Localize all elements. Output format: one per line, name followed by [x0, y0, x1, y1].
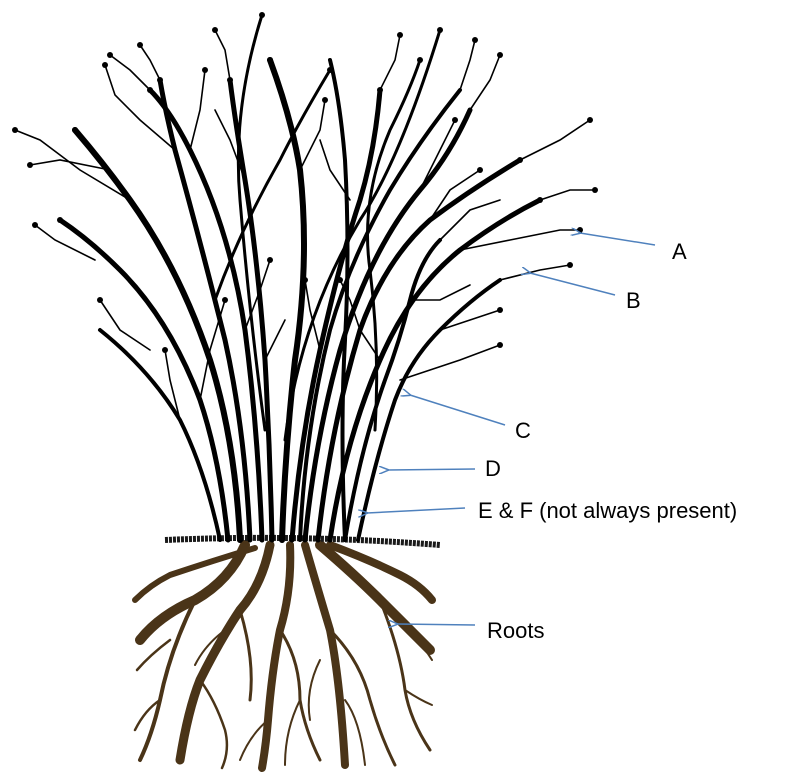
arrow-c — [410, 395, 505, 425]
arrow-roots — [397, 624, 475, 625]
shrub-stems — [60, 15, 540, 540]
label-roots: Roots — [487, 620, 544, 642]
label-d: D — [485, 458, 501, 480]
label-b: B — [626, 290, 641, 312]
arrow-b — [530, 273, 615, 295]
label-e-f: E & F (not always present) — [478, 500, 737, 522]
root-system — [135, 545, 432, 768]
arrow-a — [580, 233, 655, 245]
arrow-ef — [367, 508, 465, 513]
label-a: A — [672, 241, 687, 263]
arrow-d — [388, 469, 475, 470]
label-c: C — [515, 420, 531, 442]
